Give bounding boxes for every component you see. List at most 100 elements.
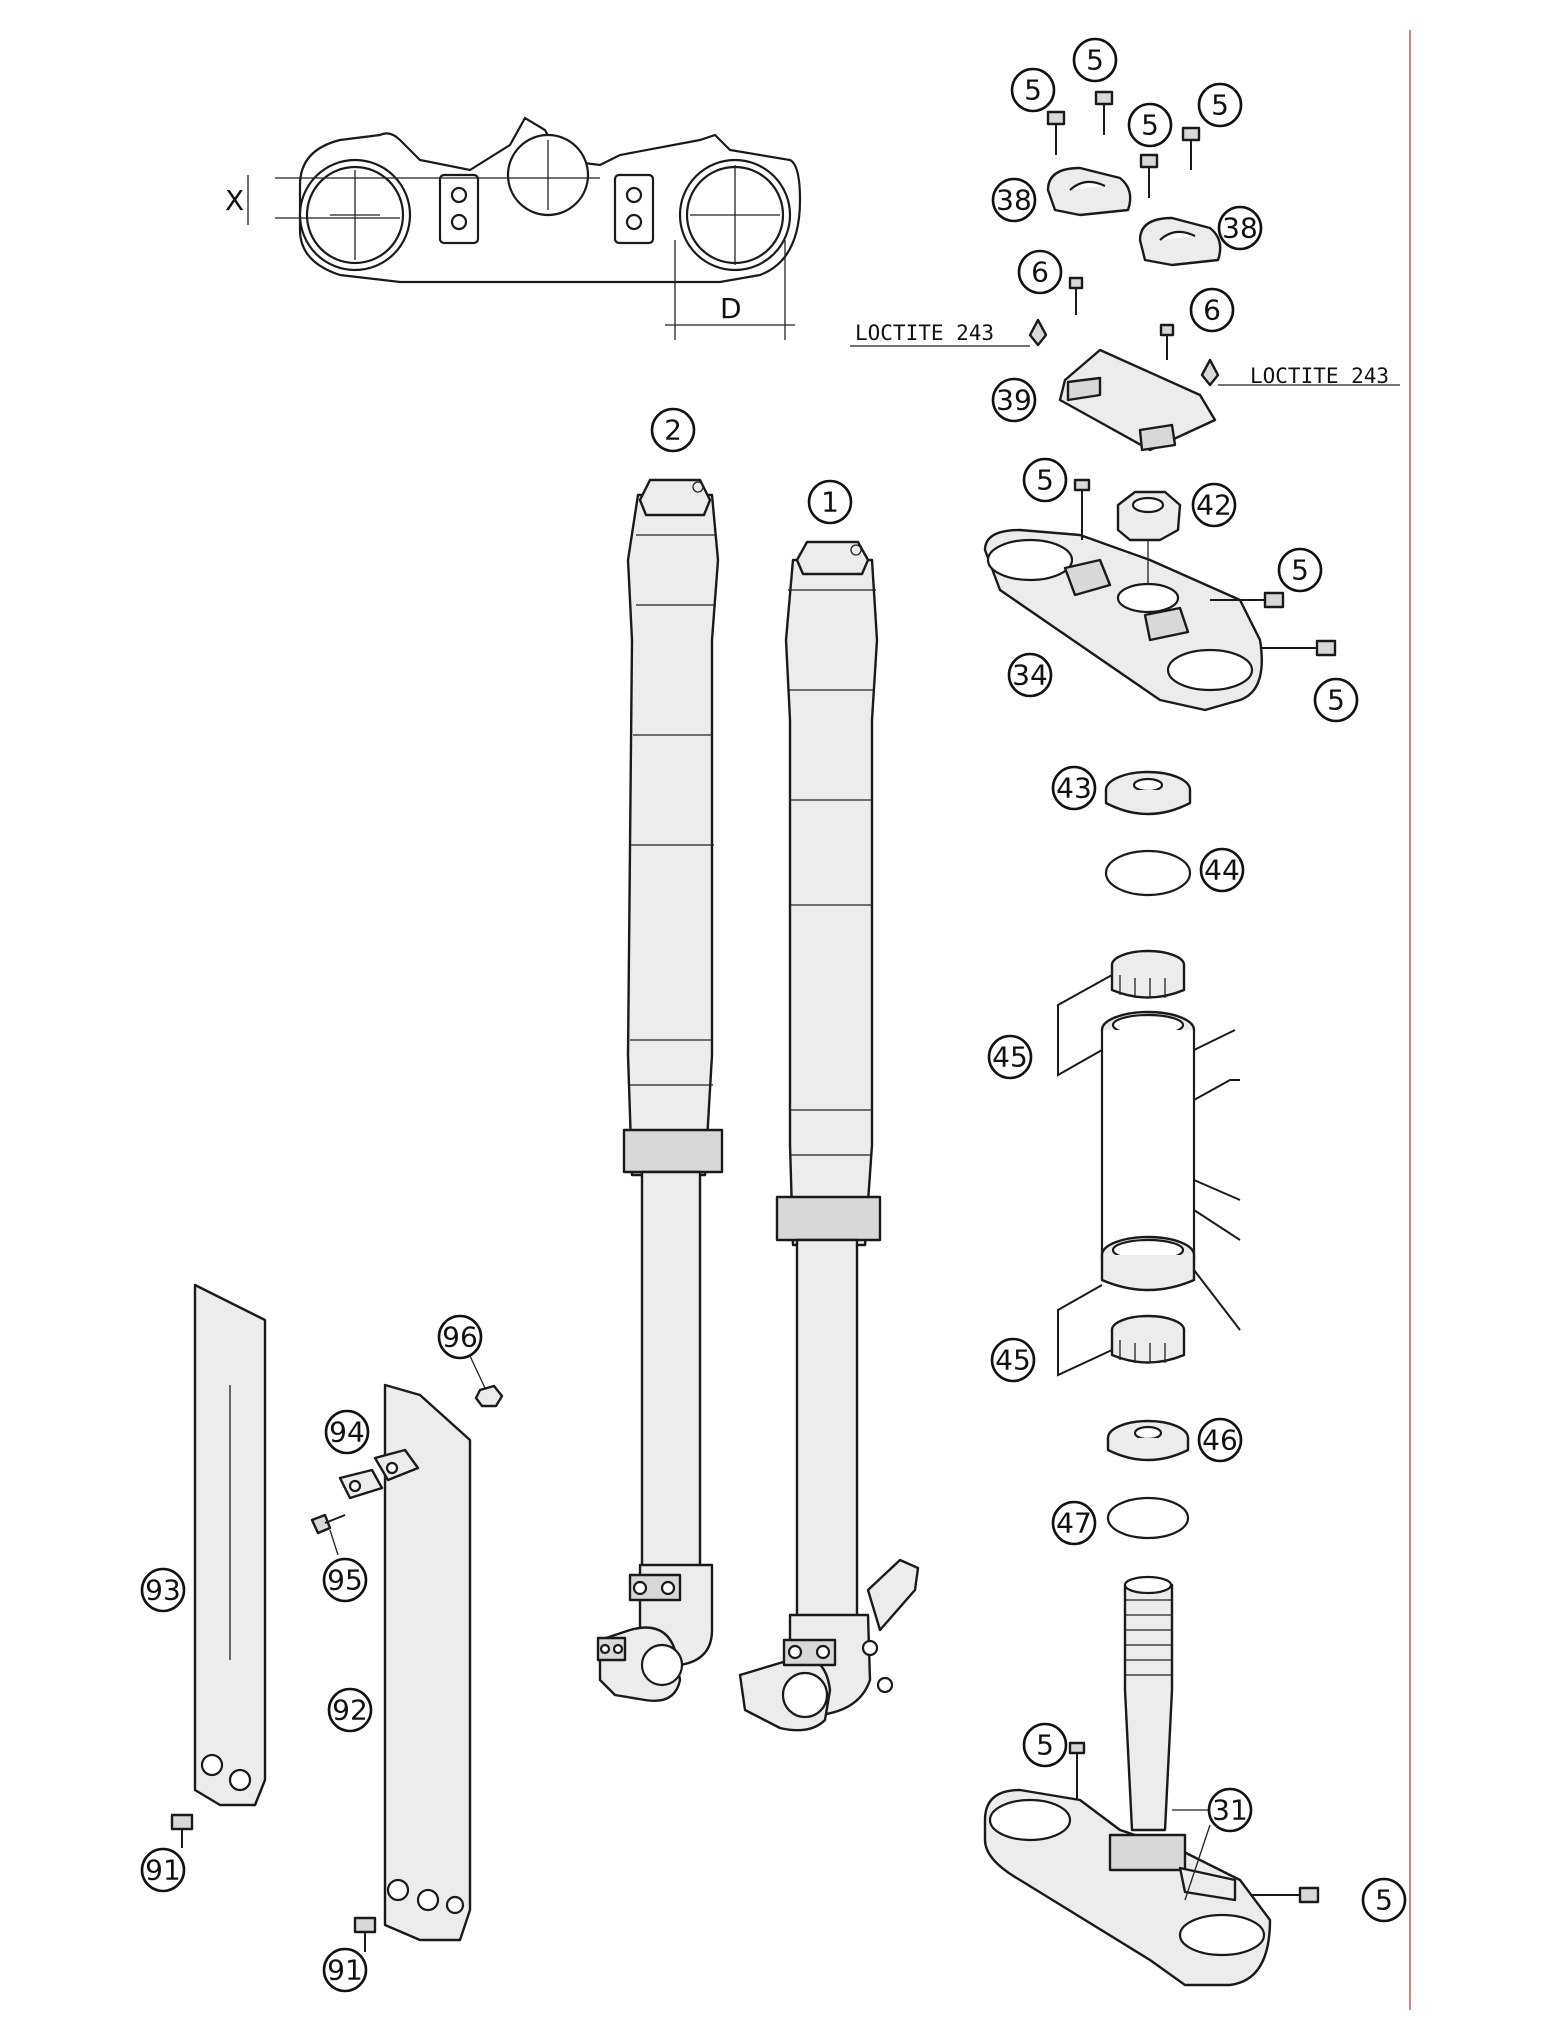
triple-clamp-dimension-sketch — [247, 116, 802, 340]
screw-95 — [310, 1513, 346, 1535]
svg-text:5: 5 — [1327, 684, 1345, 717]
svg-text:43: 43 — [1056, 772, 1092, 805]
svg-text:39: 39 — [996, 384, 1032, 417]
callout-34: 34 — [1007, 652, 1053, 698]
svg-text:91: 91 — [145, 1854, 181, 1887]
protector-clamp-94 — [338, 1448, 420, 1500]
leader-45-lower — [1057, 1284, 1113, 1377]
callout-5-h: 5 — [1022, 1722, 1068, 1768]
callout-5-b: 5 — [1072, 37, 1118, 83]
svg-text:6: 6 — [1203, 294, 1221, 327]
callout-5-f: 5 — [1277, 547, 1323, 593]
handlebar-bracket-39 — [1058, 348, 1217, 452]
callout-5-d: 5 — [1197, 82, 1243, 128]
svg-text:46: 46 — [1202, 1424, 1238, 1457]
callout-91-b: 91 — [322, 1947, 368, 1993]
callout-93: 93 — [140, 1567, 186, 1613]
callout-5-i: 5 — [1361, 1877, 1407, 1923]
svg-text:45: 45 — [995, 1344, 1031, 1377]
svg-text:5: 5 — [1024, 74, 1042, 107]
leader-96 — [469, 1355, 486, 1389]
bolts-5-lower-clamp — [1068, 1741, 1320, 1904]
svg-text:5: 5 — [1211, 89, 1229, 122]
svg-text:5: 5 — [1036, 464, 1054, 497]
svg-text:1: 1 — [821, 486, 839, 519]
svg-text:5: 5 — [1086, 44, 1104, 77]
fork-protector-93 — [193, 1283, 267, 1807]
svg-text:93: 93 — [145, 1574, 181, 1607]
svg-text:5: 5 — [1375, 1884, 1393, 1917]
callout-96: 96 — [437, 1314, 483, 1360]
svg-text:5: 5 — [1036, 1729, 1054, 1762]
nut-96 — [474, 1384, 504, 1408]
callout-6-a: 6 — [1017, 249, 1063, 295]
screw-91-bottom — [353, 1916, 377, 1952]
callout-46: 46 — [1197, 1417, 1243, 1463]
nut-42 — [1116, 490, 1182, 585]
svg-text:91: 91 — [327, 1954, 363, 1987]
leader-31b — [1184, 1824, 1211, 1901]
washer-46 — [1106, 1419, 1190, 1462]
seal-47 — [1106, 1496, 1190, 1540]
dimension-d-label: D — [720, 292, 742, 325]
svg-text:42: 42 — [1196, 489, 1232, 522]
loctite-note-right: LOCTITE 243 — [1250, 364, 1389, 388]
callout-38-a: 38 — [991, 177, 1037, 223]
svg-text:92: 92 — [332, 1694, 368, 1727]
callout-5-a: 5 — [1010, 67, 1056, 113]
leader-95 — [329, 1529, 339, 1556]
screw-91-left — [170, 1813, 194, 1848]
screws-6 — [1028, 276, 1220, 387]
upper-triple-clamp-34 — [983, 528, 1263, 712]
callout-6-b: 6 — [1189, 287, 1235, 333]
bearing-45-upper — [1110, 949, 1186, 999]
svg-text:2: 2 — [664, 414, 682, 447]
callout-2: 2 — [650, 407, 696, 453]
bearing-45-lower — [1110, 1314, 1186, 1364]
callout-39: 39 — [991, 377, 1037, 423]
svg-text:47: 47 — [1056, 1507, 1092, 1540]
svg-text:38: 38 — [1222, 212, 1258, 245]
callout-91-a: 91 — [140, 1847, 186, 1893]
washer-43 — [1104, 770, 1192, 816]
svg-text:95: 95 — [327, 1564, 363, 1597]
svg-text:94: 94 — [329, 1416, 365, 1449]
callout-5-g: 5 — [1313, 677, 1359, 723]
fork-leg-right — [738, 540, 920, 1732]
dimension-x-label: X — [225, 184, 244, 217]
svg-text:5: 5 — [1291, 554, 1309, 587]
seal-44 — [1104, 849, 1192, 897]
callout-45-a: 45 — [987, 1034, 1033, 1080]
loctite-note-left: LOCTITE 243 — [855, 321, 994, 345]
lower-triple-clamp-31 — [983, 1575, 1272, 1987]
svg-text:38: 38 — [996, 184, 1032, 217]
leader-45-upper — [1057, 974, 1113, 1077]
svg-text:6: 6 — [1031, 256, 1049, 289]
bolts-5-upper-clamp — [1073, 478, 1337, 657]
callout-1: 1 — [807, 479, 853, 525]
handlebar-clamp-38-left — [1046, 166, 1132, 217]
callout-5-e: 5 — [1022, 457, 1068, 503]
callout-45-b: 45 — [990, 1337, 1036, 1383]
fork-protector-92 — [383, 1383, 472, 1942]
svg-text:96: 96 — [442, 1321, 478, 1354]
fork-leg-left — [596, 478, 724, 1702]
bolts-5-top — [1046, 90, 1201, 198]
callout-31: 31 — [1207, 1787, 1253, 1833]
callout-94: 94 — [324, 1409, 370, 1455]
callout-95: 95 — [322, 1557, 368, 1603]
steering-head-frame — [1100, 1010, 1241, 1331]
callout-43: 43 — [1051, 765, 1097, 811]
callout-92: 92 — [327, 1687, 373, 1733]
callout-38-b: 38 — [1217, 205, 1263, 251]
callout-47: 47 — [1051, 1500, 1097, 1546]
callout-5-c: 5 — [1127, 102, 1173, 148]
svg-text:5: 5 — [1141, 109, 1159, 142]
svg-text:34: 34 — [1012, 659, 1048, 692]
callout-44: 44 — [1199, 847, 1245, 893]
svg-text:44: 44 — [1204, 854, 1240, 887]
callout-42: 42 — [1191, 482, 1237, 528]
svg-text:31: 31 — [1212, 1794, 1248, 1827]
handlebar-clamp-38-right — [1138, 216, 1222, 267]
